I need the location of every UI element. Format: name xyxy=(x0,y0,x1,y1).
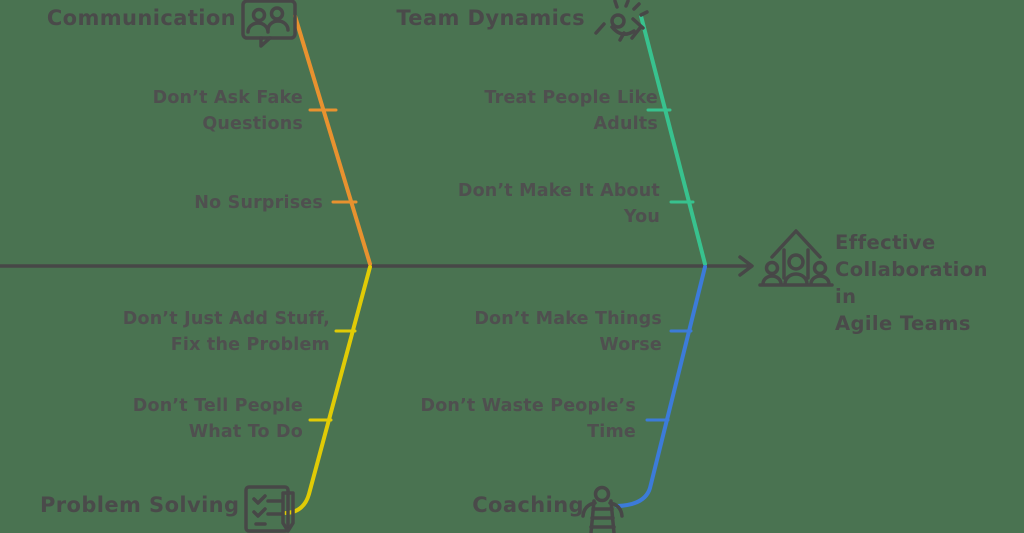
cause-line: Don’t Make It About xyxy=(457,181,660,201)
team-growth-arrow-icon xyxy=(758,229,834,287)
spine-line xyxy=(0,255,754,277)
cause-dont-ask-fake-questions: Don’t Ask Fake Questions xyxy=(115,85,303,137)
cause-dont-just-add-stuff: Don’t Just Add Stuff, Fix the Problem xyxy=(95,306,330,358)
cause-treat-people-like-adults: Treat People Like Adults xyxy=(468,85,658,137)
cause-dont-tell-people-what-to-do: Don’t Tell People What To Do xyxy=(98,393,303,445)
cause-no-surprises: No Surprises xyxy=(135,190,323,216)
cause-dont-waste-peoples-time: Don’t Waste People’s Time xyxy=(420,393,636,445)
cause-line: Don’t Just Add Stuff, xyxy=(122,309,330,329)
cause-line: Don’t Ask Fake xyxy=(152,88,303,108)
branch-line-communication xyxy=(293,14,372,266)
clipboard-pencil-icon xyxy=(244,485,295,533)
branch-line-team-dynamics xyxy=(639,14,707,266)
idea-person-icon xyxy=(594,0,649,42)
cause-dont-make-things-worse: Don’t Make Things Worse xyxy=(448,306,662,358)
cause-line: Don’t Waste People’s xyxy=(420,396,636,416)
effect-line: Collaboration in xyxy=(835,258,988,308)
effect-line: Effective xyxy=(835,231,936,254)
branch-label-team-dynamics: Team Dynamics xyxy=(396,6,585,30)
cause-line: What To Do xyxy=(188,422,303,442)
cause-line: You xyxy=(623,207,660,227)
cause-line: Questions xyxy=(202,114,303,134)
speech-bubble-people-icon xyxy=(241,0,297,48)
branch-line-coaching xyxy=(615,265,707,508)
cause-line: Don’t Tell People xyxy=(132,396,303,416)
effect-label: Effective Collaboration in Agile Teams xyxy=(835,229,1015,337)
cause-line: No Surprises xyxy=(194,193,323,213)
cause-line: Adults xyxy=(593,114,658,134)
branch-label-coaching: Coaching xyxy=(472,493,584,517)
ladder-person-icon xyxy=(581,485,624,533)
cause-line: Worse xyxy=(599,335,662,355)
cause-line: Don’t Make Things xyxy=(474,309,662,329)
cause-line: Treat People Like xyxy=(484,88,658,108)
cause-dont-make-it-about-you: Don’t Make It About You xyxy=(438,178,660,230)
effect-line: Agile Teams xyxy=(835,312,971,335)
branch-label-problem-solving: Problem Solving xyxy=(40,493,240,517)
cause-line: Fix the Problem xyxy=(170,335,330,355)
cause-line: Time xyxy=(587,422,636,442)
branch-line-problem-solving xyxy=(284,265,372,515)
branch-label-communication: Communication xyxy=(46,6,236,30)
arrowhead-icon xyxy=(738,255,754,277)
